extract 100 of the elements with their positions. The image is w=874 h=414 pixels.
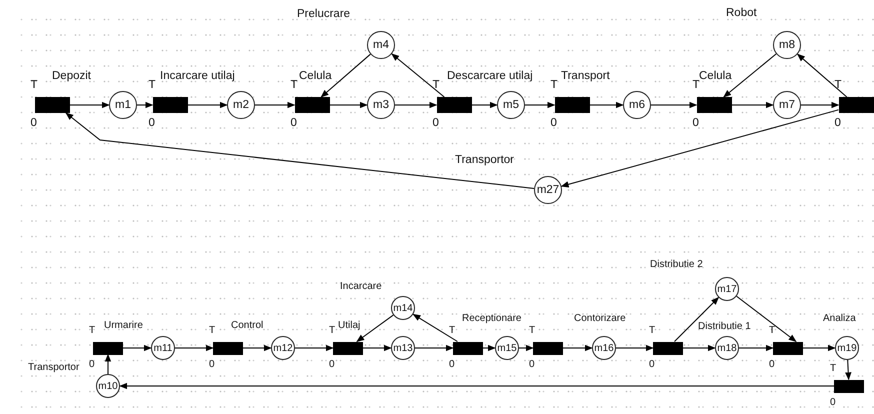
transition-bar xyxy=(696,97,732,113)
token-count: 0 xyxy=(550,118,557,130)
token-count: 0 xyxy=(148,118,155,130)
transition-bar xyxy=(152,97,188,113)
transition-label: T xyxy=(449,326,456,336)
arrow xyxy=(650,102,698,108)
name-label: Celula xyxy=(699,71,732,82)
token-count: 0 xyxy=(834,118,841,130)
name-label: Receptionare xyxy=(462,314,522,324)
arrow xyxy=(356,314,394,342)
arrow xyxy=(242,344,272,352)
name-label: Prelucrare xyxy=(297,9,350,20)
token-count: 0 xyxy=(30,118,37,130)
transition-bar xyxy=(93,342,123,354)
transition-label: T xyxy=(769,326,776,336)
arrow xyxy=(562,344,593,352)
transition-bar xyxy=(834,380,864,392)
transition-bar xyxy=(213,342,243,354)
arrow xyxy=(122,344,152,352)
transition-bar xyxy=(773,342,803,354)
arrow xyxy=(414,344,454,352)
arrow xyxy=(845,359,852,380)
name-label: Distributie 2 xyxy=(650,260,703,270)
arrow xyxy=(738,344,774,352)
arrow xyxy=(796,54,848,98)
arrow xyxy=(394,102,438,108)
arrow xyxy=(294,344,334,352)
transition-bar xyxy=(294,97,330,113)
name-label: Transportor xyxy=(455,155,514,166)
arrow xyxy=(329,102,368,108)
transition-label: T xyxy=(834,80,842,91)
transition-label: T xyxy=(432,80,440,91)
arrow xyxy=(69,102,110,108)
token-count: 0 xyxy=(209,360,215,370)
arrow xyxy=(736,296,797,342)
arrow xyxy=(471,102,498,108)
arrow xyxy=(682,344,716,352)
arrow xyxy=(482,344,496,352)
token-count: 0 xyxy=(529,360,535,370)
transition-label: T xyxy=(649,326,656,336)
name-label: Distributie 1 xyxy=(698,322,751,332)
token-count: 0 xyxy=(692,118,699,130)
transition-label: T xyxy=(89,326,96,336)
arrow xyxy=(674,296,720,342)
arrow xyxy=(174,344,214,352)
arrow xyxy=(65,112,535,189)
transition-label: T xyxy=(692,80,700,91)
transition-label: T xyxy=(148,80,156,91)
token-count: 0 xyxy=(89,360,95,370)
transition-bar xyxy=(333,342,363,354)
name-label: Transport xyxy=(561,71,610,82)
token-count: 0 xyxy=(432,118,439,130)
transition-label: T xyxy=(30,80,38,91)
transition-label: T xyxy=(529,326,536,336)
arrow xyxy=(254,102,296,108)
arrow xyxy=(119,382,834,390)
name-label: Urmarire xyxy=(104,321,143,331)
arrow xyxy=(518,344,534,352)
name-label: Incarcare utilaj xyxy=(160,71,235,82)
name-label: Analiza xyxy=(823,314,856,324)
arrow xyxy=(391,53,445,98)
arrow xyxy=(723,53,777,98)
arrow xyxy=(320,54,371,98)
name-label: Control xyxy=(231,321,264,331)
transition-bar xyxy=(653,342,683,354)
transition-bar xyxy=(453,342,483,354)
transition-bar xyxy=(533,342,563,354)
arrow xyxy=(731,102,774,108)
token-count: 0 xyxy=(649,360,655,370)
arrow xyxy=(187,102,228,108)
arrow xyxy=(362,344,392,352)
transition-label: T xyxy=(290,80,298,91)
transition-label: T xyxy=(329,326,336,336)
arrow xyxy=(560,109,839,188)
arrow xyxy=(104,354,112,374)
name-label: Utilaj xyxy=(338,321,360,331)
name-label: Contorizare xyxy=(574,314,626,324)
arrow xyxy=(800,102,840,108)
name-label: Celula xyxy=(299,71,332,82)
transition-label: T xyxy=(550,80,558,91)
arrow xyxy=(589,102,624,108)
transition-bar xyxy=(34,97,70,113)
name-label: Depozit xyxy=(52,71,91,82)
token-count: 0 xyxy=(290,118,297,130)
transition-bar xyxy=(436,97,472,113)
token-count: 0 xyxy=(449,360,455,370)
transition-bar xyxy=(554,97,590,113)
arrow xyxy=(616,344,654,352)
name-label: Transportor xyxy=(28,363,80,373)
token-count: 0 xyxy=(329,360,335,370)
arrow xyxy=(136,102,154,108)
name-label: Descarcare utilaj xyxy=(447,71,533,82)
transition-label: T xyxy=(830,364,836,374)
name-label: Robot xyxy=(726,8,757,20)
transition-label: T xyxy=(209,326,216,336)
arrow xyxy=(802,344,836,352)
arrow xyxy=(412,314,458,342)
transition-bar xyxy=(838,97,874,113)
name-label: Incarcare xyxy=(340,282,382,292)
arrow xyxy=(524,102,556,108)
